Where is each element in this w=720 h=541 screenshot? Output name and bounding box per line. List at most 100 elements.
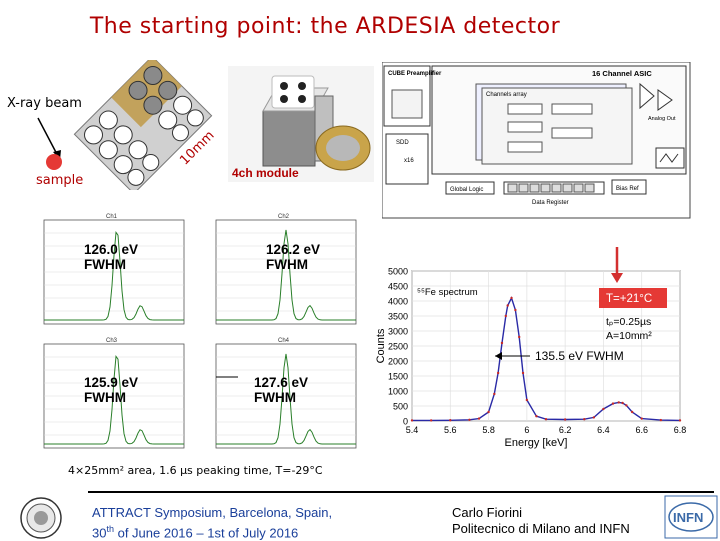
panel-channel-label: Ch4 bbox=[278, 338, 290, 344]
y-tick-label: 4500 bbox=[388, 282, 408, 292]
svg-text:16 Channel ASIC: 16 Channel ASIC bbox=[592, 69, 652, 78]
x-tick-label: 6.6 bbox=[635, 425, 648, 435]
svg-text:CUBE Preamplifier: CUBE Preamplifier bbox=[388, 71, 442, 77]
spectrum-point bbox=[487, 410, 490, 414]
svg-text:INFN: INFN bbox=[673, 510, 703, 525]
chart-title: ⁵⁵Fe spectrum bbox=[417, 287, 478, 298]
ch3-fwhm-value: 125.9 eV bbox=[84, 375, 139, 390]
peaking-time-label: tₚ=0.25µs bbox=[606, 316, 651, 328]
spectrum-point bbox=[468, 418, 471, 421]
ch3-fwhm-caption: FWHM bbox=[84, 390, 126, 405]
y-tick-label: 4000 bbox=[388, 297, 408, 307]
infn-logo: INFN bbox=[664, 495, 718, 539]
spectrum-point bbox=[525, 398, 529, 402]
author-affiliation: Politecnico di Milano and INFN bbox=[452, 521, 630, 536]
spectra-note: 4×25mm² area, 1.6 µs peaking time, T=-29… bbox=[68, 464, 323, 477]
y-axis-label: Counts bbox=[375, 328, 387, 363]
fe55-spectrum-chart: 0500100015002000250030003500400045005000… bbox=[375, 247, 687, 449]
footer-rule bbox=[88, 491, 714, 493]
ch1-fwhm-value: 126.0 eV bbox=[84, 242, 139, 257]
spectrum-point bbox=[521, 371, 525, 375]
spectrum-curve-1 bbox=[44, 231, 184, 321]
spectrum-point bbox=[506, 304, 509, 307]
xray-beam-label: X-ray beam bbox=[7, 96, 82, 111]
spectrum-point bbox=[640, 417, 643, 420]
x-tick-label: 5.8 bbox=[482, 425, 495, 435]
ch2-fwhm-value: 126.2 eV bbox=[266, 242, 321, 257]
spectrum-point bbox=[583, 418, 586, 421]
spectrum-point bbox=[496, 371, 500, 375]
x-tick-label: 6.8 bbox=[674, 425, 687, 435]
author-info: Carlo Fiorini Politecnico di Milano and … bbox=[452, 505, 630, 537]
x-tick-label: 6 bbox=[524, 425, 529, 435]
spectrum-point bbox=[659, 418, 663, 422]
y-tick-label: 1000 bbox=[388, 387, 408, 397]
spectrum-curve-3 bbox=[44, 355, 184, 445]
ch1-fwhm-caption: FWHM bbox=[84, 257, 126, 272]
spectrum-point bbox=[621, 401, 624, 405]
spectrum-point bbox=[602, 407, 605, 411]
spectrum-point bbox=[514, 308, 517, 312]
sample-dot bbox=[46, 154, 62, 170]
svg-text:Data Register: Data Register bbox=[532, 200, 569, 206]
svg-text:x16: x16 bbox=[404, 158, 414, 164]
spectrum-point bbox=[477, 417, 481, 420]
y-tick-label: 5000 bbox=[388, 267, 408, 277]
fwhm-annotation: 135.5 eV FWHM bbox=[535, 349, 624, 363]
panel-channel-label: Ch1 bbox=[106, 214, 118, 220]
area-label: A=10mm² bbox=[606, 330, 652, 342]
panel-channel-label: Ch3 bbox=[106, 338, 118, 344]
spectrum-point bbox=[429, 419, 433, 422]
x-axis-label: Energy [keV] bbox=[505, 437, 568, 449]
ch4-fwhm-caption: FWHM bbox=[254, 390, 296, 405]
author-name: Carlo Fiorini bbox=[452, 505, 523, 520]
svg-text:SDD: SDD bbox=[396, 140, 409, 146]
spectrum-point bbox=[510, 296, 513, 300]
svg-text:Analog Out: Analog Out bbox=[648, 116, 676, 122]
svg-text:Channels array: Channels array bbox=[486, 92, 527, 98]
spectrum-point bbox=[563, 418, 567, 421]
y-tick-label: 1500 bbox=[388, 372, 408, 382]
y-tick-label: 500 bbox=[393, 402, 408, 412]
ch4-fwhm-value: 127.6 eV bbox=[254, 375, 309, 390]
conference-date-day: 30 bbox=[92, 525, 107, 541]
asic-schematic: 16 Channel ASIC CUBE Preamplifier Channe… bbox=[382, 62, 691, 219]
spectrum-point bbox=[449, 419, 452, 422]
conference-date-rest: of June 2016 – 1st of July 2016 bbox=[113, 525, 299, 541]
spectrum-point bbox=[630, 410, 634, 414]
polimi-logo bbox=[20, 497, 62, 539]
conference-info: ATTRACT Symposium, Barcelona, Spain, 30t… bbox=[92, 505, 332, 541]
x-tick-label: 5.6 bbox=[444, 425, 457, 435]
y-tick-label: 3000 bbox=[388, 327, 408, 337]
spectrum-point bbox=[410, 419, 414, 422]
spectrum-point bbox=[611, 402, 615, 405]
spectrum-curve-2 bbox=[216, 229, 356, 321]
temperature-box bbox=[599, 288, 667, 308]
y-tick-label: 2500 bbox=[388, 342, 408, 352]
detector-diagram: 10mm bbox=[37, 60, 217, 190]
spectrum-point bbox=[500, 341, 504, 345]
sensor-array bbox=[73, 60, 213, 190]
x-tick-label: 5.4 bbox=[406, 425, 419, 435]
svg-text:Bias Ref: Bias Ref bbox=[616, 186, 639, 192]
module-label: 4ch module bbox=[232, 166, 299, 180]
spectrum-point bbox=[617, 401, 620, 404]
conference-line2: 30th of June 2016 – 1st of July 2016 bbox=[92, 521, 332, 541]
x-tick-label: 6.4 bbox=[597, 425, 610, 435]
conference-line1: ATTRACT Symposium, Barcelona, Spain, bbox=[92, 505, 333, 520]
temp-pointer-head bbox=[611, 273, 623, 283]
spectrum-point bbox=[678, 419, 682, 422]
y-tick-label: 0 bbox=[403, 417, 408, 427]
spectrum-curve-4 bbox=[216, 353, 356, 445]
spectrum-point bbox=[625, 404, 628, 407]
spectrum-point bbox=[544, 418, 548, 421]
spectrum-point bbox=[493, 392, 496, 396]
panel-channel-label: Ch2 bbox=[278, 214, 290, 220]
fwhm-arrowhead bbox=[495, 352, 502, 360]
spectrum-point bbox=[592, 416, 596, 419]
slide-title: The starting point: the ARDESIA detector bbox=[89, 14, 561, 39]
